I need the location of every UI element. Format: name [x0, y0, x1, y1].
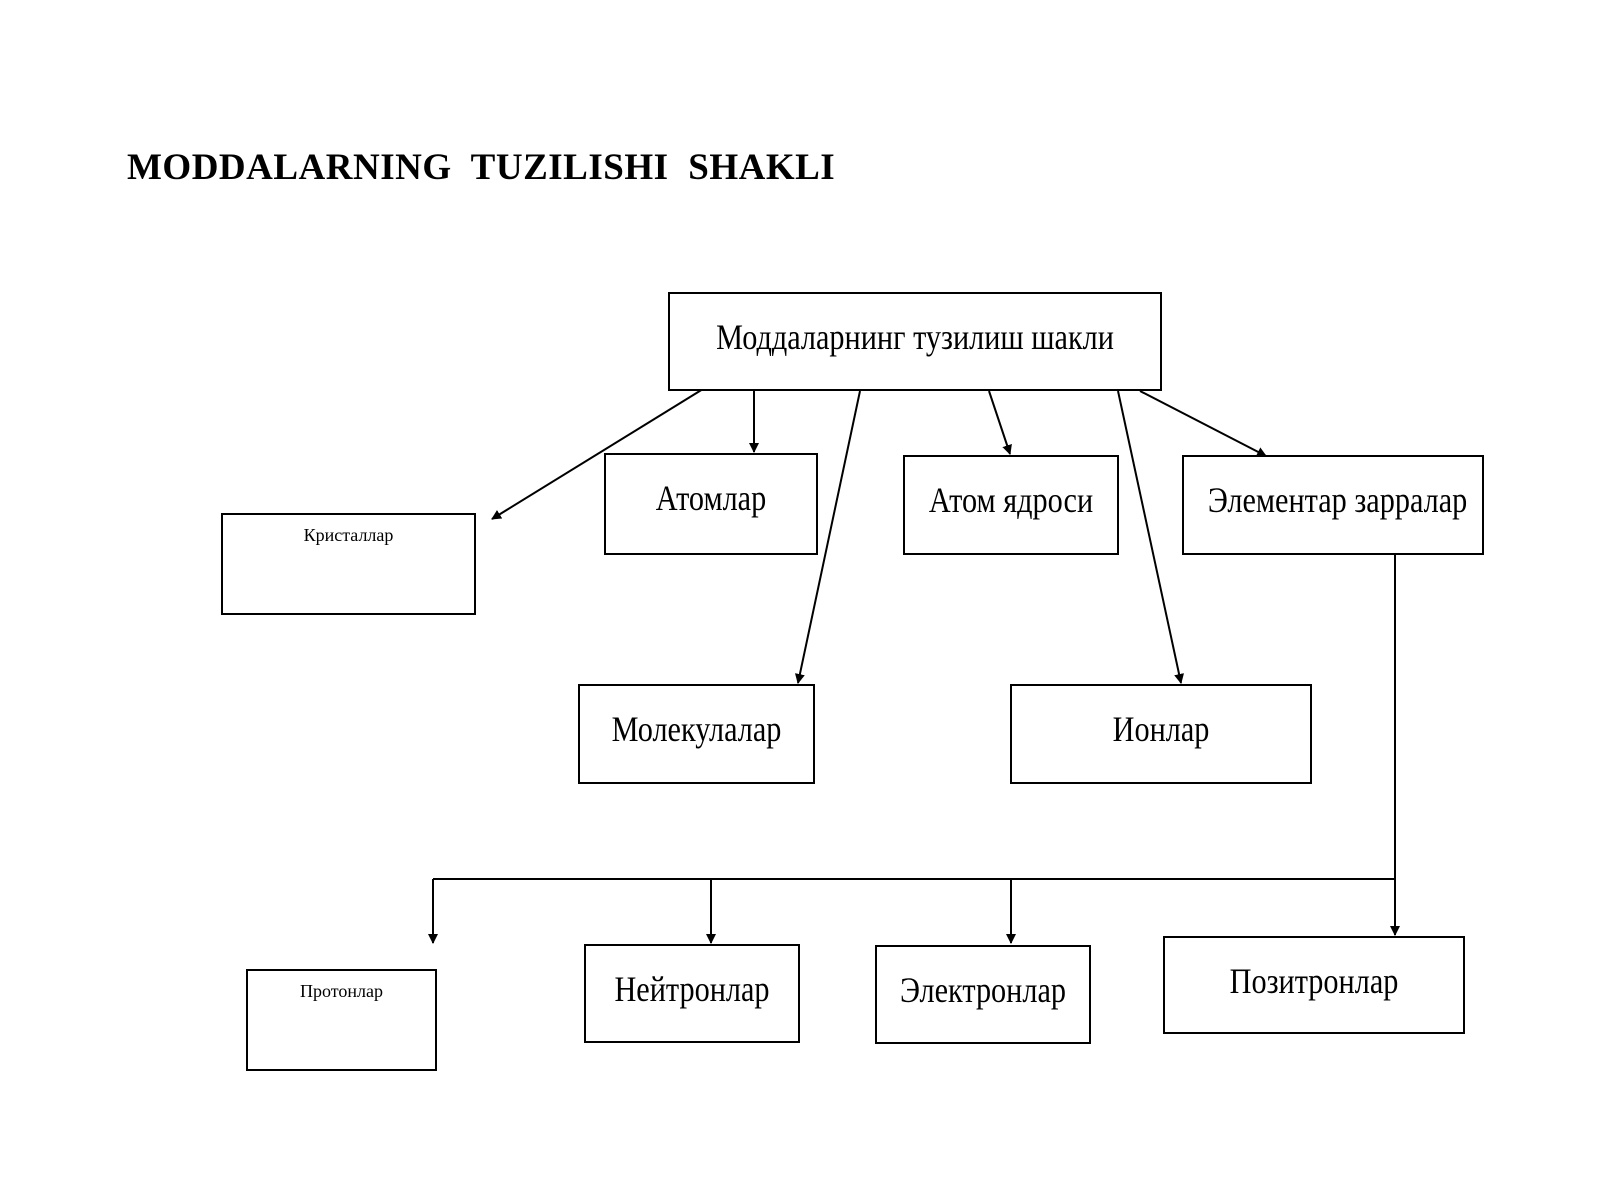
arrow-root-to-elementary	[1139, 390, 1267, 457]
node-protons-label: Протонлар	[300, 981, 383, 1001]
arrow-root-to-ions	[1117, 390, 1184, 684]
node-positrons-label: Позитронлар	[1229, 961, 1399, 1001]
node-nucleus-label: Атом ядроси	[928, 480, 1094, 520]
node-positrons: Позитронлар	[1163, 936, 1465, 1034]
node-ions: Ионлар	[1010, 684, 1312, 784]
node-nucleus: Атом ядроси	[903, 455, 1119, 555]
node-crystals: Кристаллар	[221, 513, 476, 615]
arrow-root-to-nucleus	[988, 390, 1012, 455]
node-molecules: Молекулалар	[578, 684, 815, 784]
arrow-root-to-molecules	[794, 390, 861, 684]
page-title: MODDALARNING TUZILISHI SHAKLI	[127, 147, 836, 188]
node-ions-label: Ионлар	[1112, 709, 1210, 749]
node-protons: Протонлар	[246, 969, 437, 1071]
node-root-label: Моддаларнинг тузилиш шакли	[716, 317, 1114, 357]
node-atoms-label: Атомлар	[655, 478, 767, 518]
node-neutrons: Нейтронлар	[584, 944, 800, 1043]
node-root: Моддаларнинг тузилиш шакли	[668, 292, 1162, 391]
arrow-root-to-crystals	[491, 388, 704, 520]
node-crystals-label: Кристаллар	[303, 525, 394, 545]
node-elementary-label: Элементар зарралар	[1207, 480, 1468, 520]
node-neutrons-label: Нейтронлар	[614, 969, 770, 1009]
node-electrons-label: Электронлар	[899, 970, 1067, 1010]
node-atoms: Атомлар	[604, 453, 818, 555]
node-elementary: Элементар зарралар	[1182, 455, 1484, 555]
node-electrons: Электронлар	[875, 945, 1091, 1044]
node-molecules-label: Молекулалар	[611, 709, 782, 749]
